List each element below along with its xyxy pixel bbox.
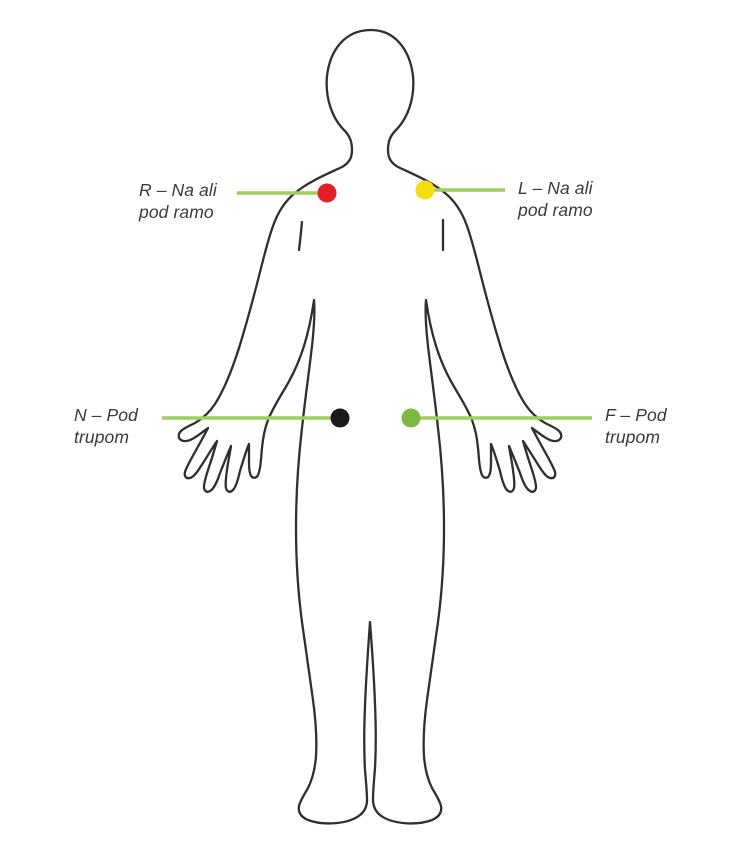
armpit-detail-left [297, 220, 304, 252]
leader-lines [162, 188, 592, 420]
electrode-label-r: R – Na ali pod ramo [139, 180, 217, 222]
electrode-dots [317, 180, 435, 428]
electrode-label-l: L – Na ali pod ramo [518, 178, 593, 220]
electrode-label-f: F – Pod trupom [605, 405, 667, 447]
electrode-dot-l [415, 180, 435, 200]
electrode-dot-f [401, 408, 421, 428]
electrode-dot-n [330, 408, 350, 428]
body-silhouette-path [177, 28, 563, 825]
electrode-dot-r [317, 183, 337, 203]
electrode-label-n: N – Pod trupom [74, 405, 138, 447]
body-outline [177, 28, 563, 825]
